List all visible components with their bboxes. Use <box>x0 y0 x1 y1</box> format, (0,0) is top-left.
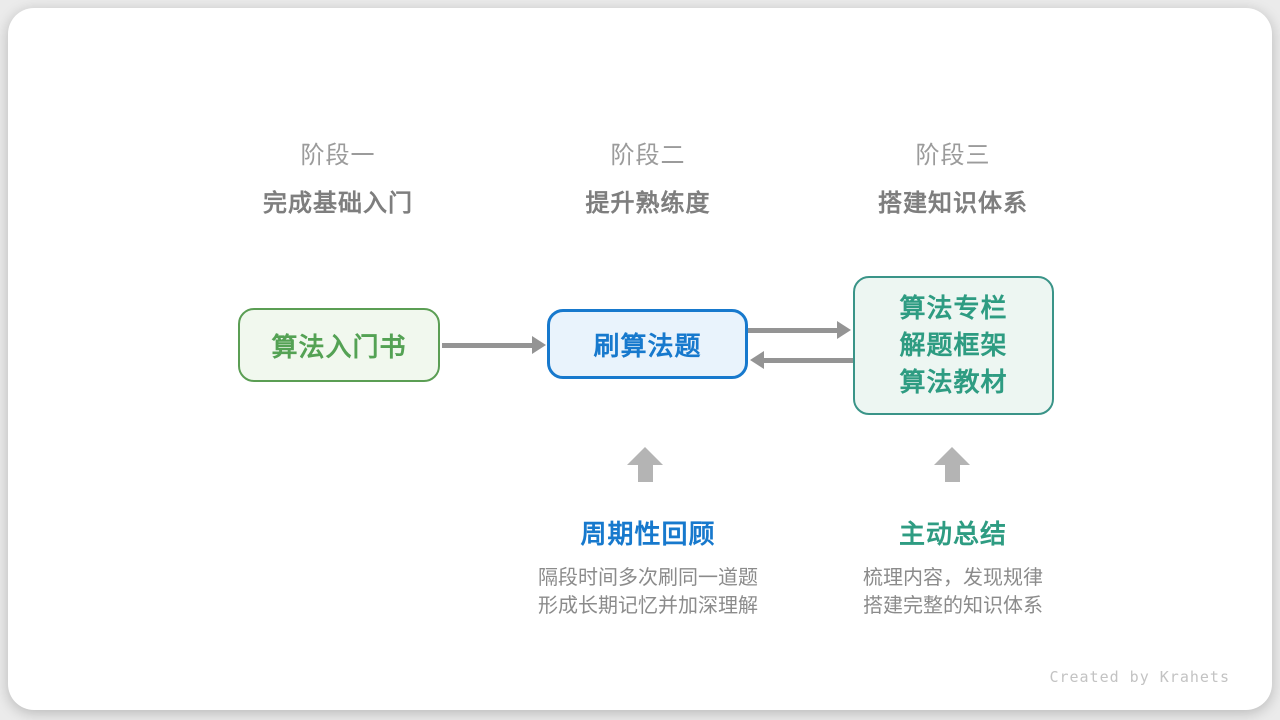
node-practice-problems: 刷算法题 <box>547 309 748 379</box>
node-intro-book: 算法入门书 <box>238 308 440 382</box>
arrow-node3-to-node2 <box>750 351 853 369</box>
up-arrow-stem <box>944 465 960 482</box>
node-resource-framework: 解题框架 <box>899 330 1008 360</box>
stage-1-subtitle: 完成基础入门 <box>263 190 413 217</box>
arrow-right-head-icon <box>532 336 546 354</box>
arrow-left-head-icon <box>750 351 764 369</box>
annotation-summary-desc-line2: 搭建完整的知识体系 <box>863 595 1043 617</box>
stage-3-subtitle: 搭建知识体系 <box>878 190 1028 217</box>
arrow-shaft <box>748 327 837 333</box>
annotation-summary-desc: 梳理内容，发现规律 搭建完整的知识体系 <box>793 564 1113 620</box>
stage-3-label: 阶段三 <box>915 142 991 169</box>
annotation-review-desc-line2: 形成长期记忆并加深理解 <box>538 595 758 617</box>
arrow-node2-to-node3 <box>748 321 851 339</box>
annotation-summary-desc-line1: 梳理内容，发现规律 <box>863 567 1043 589</box>
stage-1-label: 阶段一 <box>300 142 376 169</box>
up-arrow-summary-icon <box>934 447 970 482</box>
annotation-summary-title: 主动总结 <box>898 519 1007 549</box>
node-intro-book-label: 算法入门书 <box>271 331 407 362</box>
diagram-card: 阶段一 完成基础入门 阶段二 提升熟练度 阶段三 搭建知识体系 算法入门书 刷算… <box>8 8 1272 710</box>
arrow-right-head-icon <box>837 321 851 339</box>
node-practice-problems-label: 刷算法题 <box>593 330 702 361</box>
up-arrow-head <box>934 447 970 465</box>
annotation-review-title: 周期性回顾 <box>580 519 716 549</box>
annotation-review-desc: 隔段时间多次刷同一道题 形成长期记忆并加深理解 <box>488 564 808 620</box>
watermark-credit: Created by Krahets <box>1049 668 1230 686</box>
node-resource-textbook: 算法教材 <box>899 367 1008 397</box>
node-knowledge-resources: 算法专栏 解题框架 算法教材 <box>853 276 1054 415</box>
up-arrow-review-icon <box>627 447 663 482</box>
arrow-shaft <box>442 342 532 348</box>
up-arrow-stem <box>637 465 653 482</box>
annotation-review-desc-line1: 隔段时间多次刷同一道题 <box>538 567 758 589</box>
stage-2-subtitle: 提升熟练度 <box>585 190 711 217</box>
node-resource-column: 算法专栏 <box>899 293 1008 323</box>
up-arrow-head <box>627 447 663 465</box>
stage-2-label: 阶段二 <box>610 142 686 169</box>
arrow-shaft <box>764 357 853 363</box>
arrow-node1-to-node2 <box>442 336 546 354</box>
